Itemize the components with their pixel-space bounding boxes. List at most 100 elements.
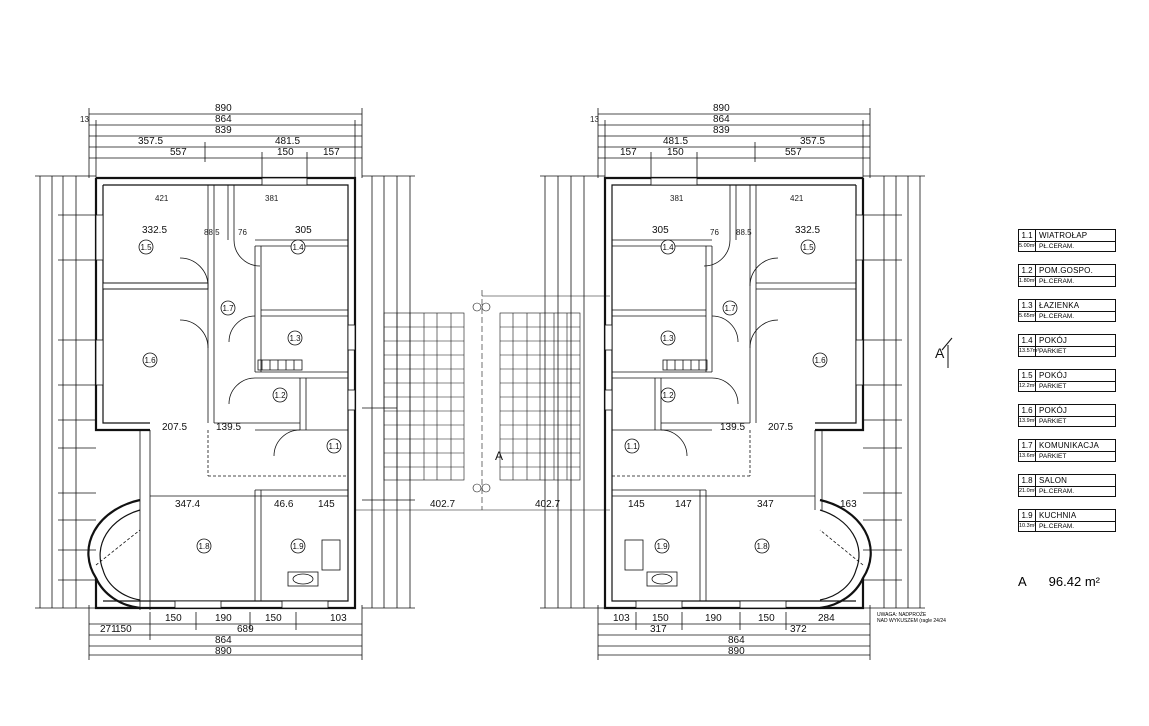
svg-text:481.5: 481.5 — [275, 136, 300, 147]
note-line: UWAGA: NADPROŻE — [877, 612, 927, 618]
svg-text:139.5: 139.5 — [720, 422, 745, 433]
section-mark-center: A — [495, 449, 503, 463]
svg-text:88.5: 88.5 — [736, 228, 752, 237]
svg-text:381: 381 — [265, 194, 279, 203]
legend-room-finish: PŁ.CERAM. — [1039, 278, 1075, 285]
svg-text:347.4: 347.4 — [175, 499, 200, 510]
svg-text:305: 305 — [652, 225, 669, 236]
svg-text:150: 150 — [652, 613, 669, 624]
svg-text:1.8: 1.8 — [756, 542, 768, 551]
legend-room-area: 5.65m² — [1019, 312, 1037, 321]
svg-text:864: 864 — [713, 114, 730, 125]
legend-room-number: 1.4 — [1019, 335, 1036, 346]
svg-text:207.5: 207.5 — [162, 422, 187, 433]
room-markers: 1.5 1.4 1.7 1.3 1.6 1.2 1.1 1.8 1.9 1.4 … — [138, 239, 828, 554]
svg-text:103: 103 — [330, 613, 347, 624]
legend-room-area: 13.6m² — [1019, 452, 1037, 461]
legend-room-finish: PARKIET — [1039, 348, 1067, 355]
legend-room-area: 21.0m² — [1019, 487, 1037, 496]
legend-room-number: 1.8 — [1019, 475, 1036, 486]
svg-text:1.4: 1.4 — [662, 243, 674, 252]
total-area-label: A — [1018, 574, 1027, 589]
svg-text:305: 305 — [295, 225, 312, 236]
svg-text:1.1: 1.1 — [328, 442, 340, 451]
svg-text:150: 150 — [277, 147, 294, 158]
svg-text:372: 372 — [790, 624, 807, 635]
legend-room-number: 1.7 — [1019, 440, 1036, 451]
legend-room-number: 1.1 — [1019, 230, 1036, 241]
terrace-grid — [355, 290, 610, 511]
svg-text:421: 421 — [790, 194, 804, 203]
legend-room-number: 1.9 — [1019, 510, 1036, 521]
svg-text:145: 145 — [628, 499, 645, 510]
svg-text:1.2: 1.2 — [662, 391, 674, 400]
total-area: A 96.42 m² — [1018, 574, 1100, 589]
svg-text:557: 557 — [170, 147, 187, 158]
svg-text:864: 864 — [215, 114, 232, 125]
svg-text:332.5: 332.5 — [795, 225, 820, 236]
svg-text:890: 890 — [713, 103, 730, 114]
svg-text:839: 839 — [215, 125, 232, 136]
svg-text:1.6: 1.6 — [144, 356, 156, 365]
legend-room-finish: PARKIET — [1039, 418, 1067, 425]
legend-room-area: 13.9m² — [1019, 417, 1037, 426]
svg-text:1.2: 1.2 — [274, 391, 286, 400]
svg-text:864: 864 — [728, 635, 745, 646]
svg-text:421: 421 — [155, 194, 169, 203]
svg-text:1.9: 1.9 — [656, 542, 668, 551]
svg-text:402.7: 402.7 — [535, 499, 560, 510]
svg-text:347: 347 — [757, 499, 774, 510]
legend-room-finish: PARKIET — [1039, 383, 1067, 390]
svg-text:317: 317 — [650, 624, 667, 635]
svg-text:1.4: 1.4 — [292, 243, 304, 252]
svg-text:150: 150 — [265, 613, 282, 624]
svg-text:1.9: 1.9 — [292, 542, 304, 551]
svg-text:157: 157 — [620, 147, 637, 158]
left-plan — [35, 108, 415, 660]
svg-text:1.5: 1.5 — [140, 243, 152, 252]
svg-text:13: 13 — [80, 115, 89, 124]
svg-text:890: 890 — [215, 646, 232, 657]
legend-room-name: KOMUNIKACJA — [1039, 441, 1099, 450]
legend-room-area: 10.3m² — [1019, 522, 1037, 531]
svg-text:1.5: 1.5 — [802, 243, 814, 252]
svg-text:271: 271 — [100, 624, 117, 635]
svg-text:88.5: 88.5 — [204, 228, 220, 237]
svg-text:357.5: 357.5 — [138, 136, 163, 147]
legend-room-name: POKÓJ — [1039, 336, 1068, 345]
legend-room-name: POM.GOSPO. — [1039, 266, 1094, 275]
svg-text:890: 890 — [728, 646, 745, 657]
svg-text:190: 190 — [705, 613, 722, 624]
legend-room-number: 1.5 — [1019, 370, 1036, 381]
legend-room-number: 1.6 — [1019, 405, 1036, 416]
legend-room-number: 1.3 — [1019, 300, 1036, 311]
legend-room-finish: PŁ.CERAM. — [1039, 313, 1075, 320]
svg-text:332.5: 332.5 — [142, 225, 167, 236]
svg-text:839: 839 — [713, 125, 730, 136]
svg-text:890: 890 — [215, 103, 232, 114]
svg-text:1.3: 1.3 — [662, 334, 674, 343]
legend-room-area: 5.00m² — [1019, 242, 1037, 251]
svg-text:103: 103 — [613, 613, 630, 624]
legend-room-area: 12.2m² — [1019, 382, 1037, 391]
total-area-value: 96.42 m² — [1048, 574, 1100, 589]
svg-text:402.7: 402.7 — [430, 499, 455, 510]
svg-text:1.6: 1.6 — [814, 356, 826, 365]
legend-room-finish: PŁ.CERAM. — [1039, 523, 1075, 530]
svg-text:157: 157 — [323, 147, 340, 158]
svg-text:1.1: 1.1 — [626, 442, 638, 451]
svg-text:1.7: 1.7 — [222, 304, 234, 313]
svg-text:1.3: 1.3 — [289, 334, 301, 343]
right-plan — [540, 108, 925, 660]
svg-text:1.7: 1.7 — [724, 304, 736, 313]
